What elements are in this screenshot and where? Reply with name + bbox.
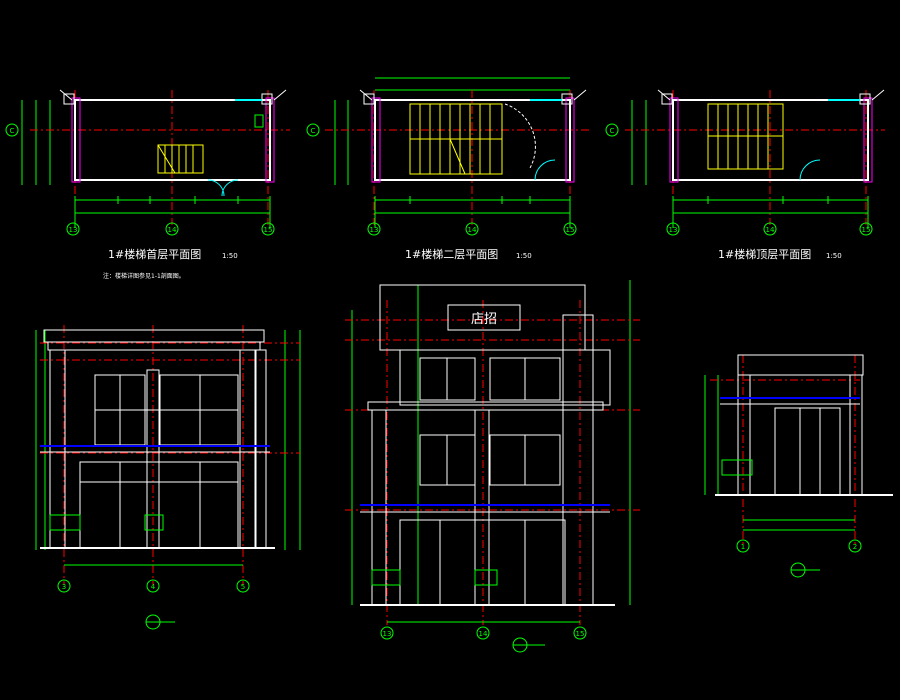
elevA-axis-3: 3 xyxy=(62,583,66,591)
elevC-axis-1: 1 xyxy=(741,543,745,551)
elevB-axis-14: 14 xyxy=(479,630,488,638)
elevation-right: 1 2 xyxy=(704,354,893,578)
plan3-axis-14: 14 xyxy=(766,226,775,234)
elevation-center: 店招 13 14 15 xyxy=(345,280,640,653)
elevA-axis-4: 4 xyxy=(151,583,156,591)
stair-plan-second-floor: 13 14 15 C 1#楼梯二层平面图 1:50 xyxy=(306,77,590,261)
stair-plan-top-floor: 13 14 15 C 1#楼梯顶层平面图 1:50 xyxy=(605,89,885,261)
elevA-axis-5: 5 xyxy=(241,583,245,591)
plan1-scale: 1:50 xyxy=(222,252,238,260)
plan3-axis-15: 15 xyxy=(862,226,871,234)
plan2-scale: 1:50 xyxy=(516,252,532,260)
stair-plan-ground-floor: 13 14 15 C 1#楼梯首层平面图 1:50 xyxy=(5,89,290,261)
plan2-grid-c: C xyxy=(311,127,316,135)
plan1-title: 1#楼梯首层平面图 xyxy=(108,247,201,261)
elevC-axis-2: 2 xyxy=(853,543,857,551)
plan3-title: 1#楼梯顶层平面图 xyxy=(718,247,811,261)
elevB-axis-15: 15 xyxy=(576,630,585,638)
plan2-title: 1#楼梯二层平面图 xyxy=(405,247,498,261)
plan2-axis-15: 15 xyxy=(566,226,575,234)
shop-sign-text: 店招 xyxy=(471,312,497,327)
elevation-left: 3 4 5 xyxy=(35,325,301,630)
plan3-scale: 1:50 xyxy=(826,252,842,260)
plan1-axis-14: 14 xyxy=(168,226,177,234)
plan2-axis-13: 13 xyxy=(370,226,379,234)
plan3-grid-c: C xyxy=(610,127,615,135)
plan2-axis-14: 14 xyxy=(468,226,477,234)
plan3-axis-13: 13 xyxy=(669,226,678,234)
elevB-axis-13: 13 xyxy=(383,630,392,638)
stair-note: 注：楼梯详图参见1-1剖面图。 xyxy=(103,272,185,280)
plan1-grid-c: C xyxy=(10,127,15,135)
plan1-axis-13: 13 xyxy=(69,226,78,234)
plan1-axis-15: 15 xyxy=(264,226,273,234)
